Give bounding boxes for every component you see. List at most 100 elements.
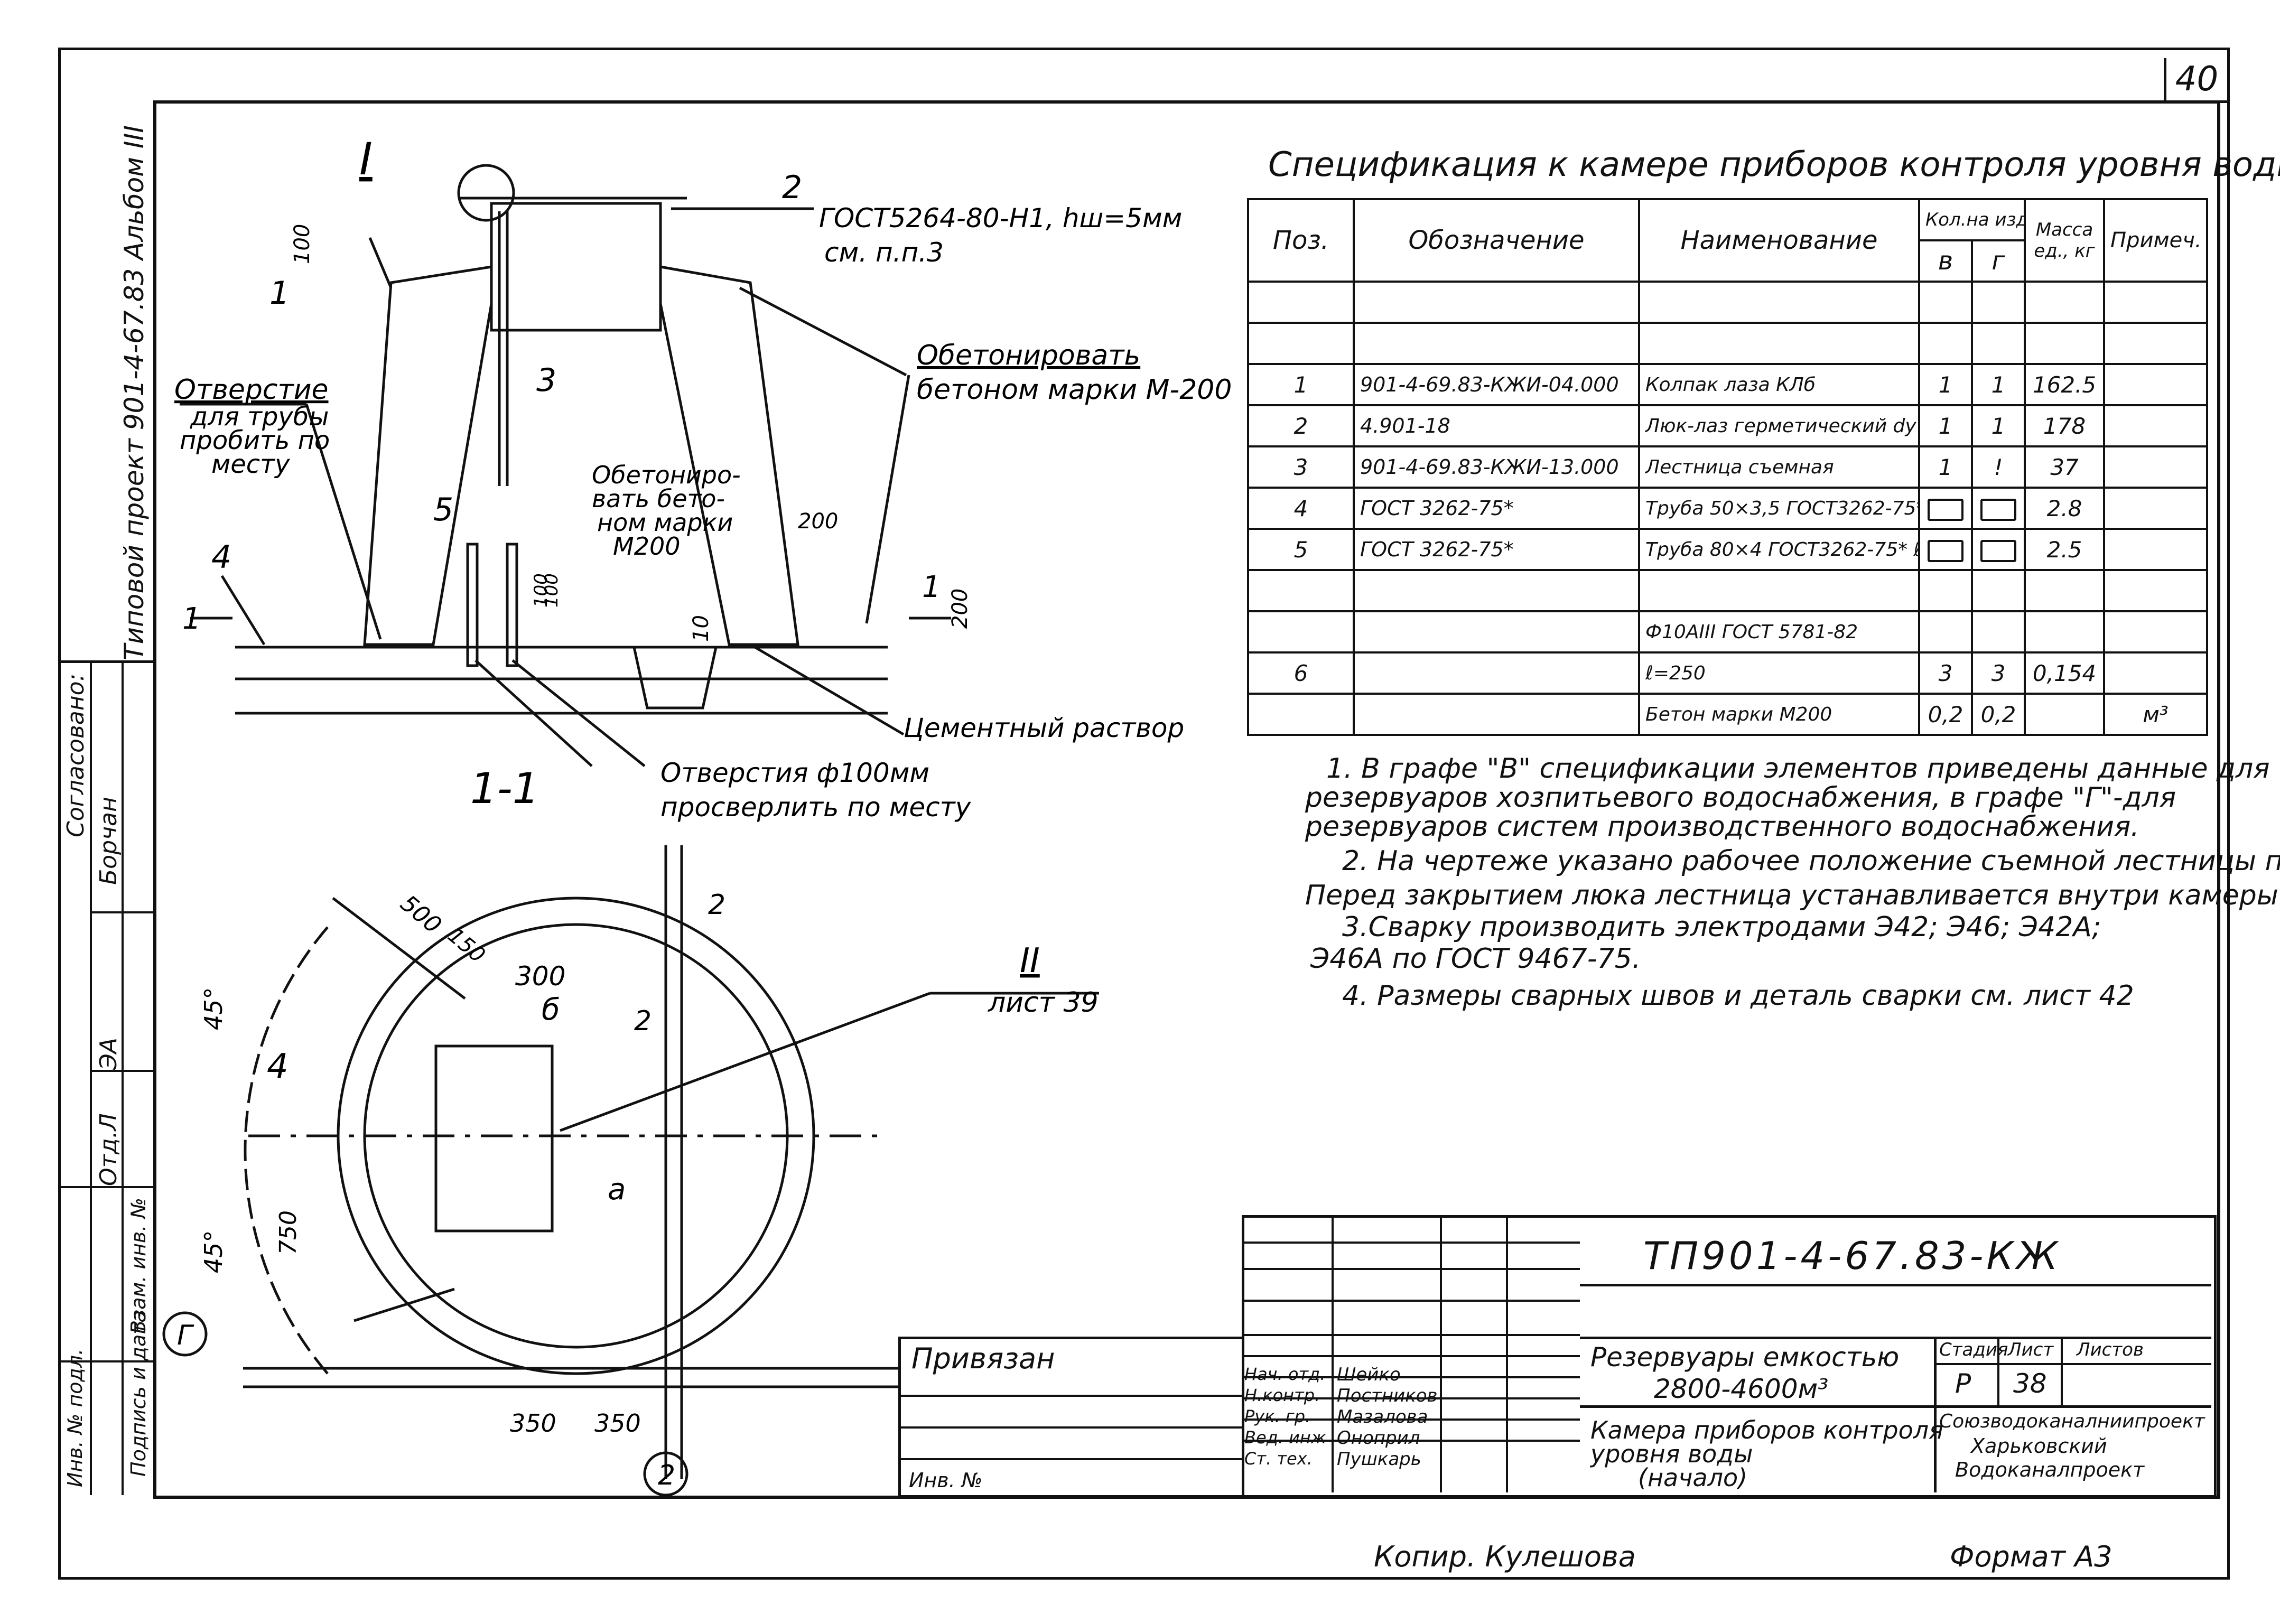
paper-format: Формат А3 <box>1950 1540 2113 1573</box>
cut-mark-left: 1 <box>182 602 201 636</box>
spec-cell-pos: 6 <box>1247 651 1355 695</box>
copied-by: Копир. Кулешова <box>1374 1540 1636 1573</box>
spec-cell-pos <box>1247 610 1355 654</box>
spec-cell-pos: 5 <box>1247 528 1355 571</box>
sheets-header: Листов <box>2077 1339 2144 1360</box>
note-line: резервуаров систем производственного вод… <box>1305 811 2139 843</box>
spec-cell-name: Труба 80×4 ГОСТ3262-75* ℓ=250 <box>1638 528 1920 571</box>
spec-cell-qg: 1 <box>1970 404 2026 447</box>
spec-cell-designation: ГОСТ 3262-75* <box>1353 487 1640 530</box>
spec-empty-row <box>1247 281 2209 324</box>
stage-header: Стадия <box>1939 1339 2008 1360</box>
spec-cell-designation <box>1353 651 1640 695</box>
col-qty-g: г <box>1970 239 2026 283</box>
note-line: резервуаров хозпитьевого водоснабжения, … <box>1305 782 2176 814</box>
spec-cell-qg <box>1970 528 2026 571</box>
spec-cell-mass: 178 <box>2024 404 2106 447</box>
pos-3-label: 3 <box>536 362 556 399</box>
org-1: Союзводоканалниипроект <box>1939 1411 2205 1432</box>
axis-G: Г <box>177 1320 194 1351</box>
org-2: Харьковский <box>1971 1434 2107 1458</box>
spec-cell-name: ℓ=250 <box>1638 651 1920 695</box>
dim-100c: 100 <box>541 573 562 608</box>
spec-cell-pos: 4 <box>1247 487 1355 530</box>
spec-cell-pos: 3 <box>1247 445 1355 489</box>
role-name: Постников <box>1337 1385 1438 1406</box>
spec-cell-name: Бетон марки М200 <box>1638 693 1920 736</box>
spec-cell-qb <box>1918 487 1973 530</box>
attach-block <box>898 1337 1244 1498</box>
concrete-note-1a: Обетонировать <box>917 340 1140 371</box>
spec-cell-name: Люк-лаз герметический dy=600 <box>1638 404 1920 447</box>
spec-cell-pos <box>1247 693 1355 736</box>
sheet-title-2: уровня воды <box>1590 1440 1753 1468</box>
sheet-title-3: (начало) <box>1638 1463 1748 1492</box>
spec-cell-note <box>2103 651 2209 695</box>
spec-cell-name: Труба 50×3,5 ГОСТ3262-75* ℓ=650 <box>1638 487 1920 530</box>
dim-300: 300 <box>515 961 565 992</box>
spec-cell-designation: 901-4-69.83-КЖИ-04.000 <box>1353 363 1640 406</box>
spec-cell-note: м³ <box>2103 693 2209 736</box>
spec-cell-qb <box>1918 610 1973 654</box>
spec-cell-qb <box>1918 528 1973 571</box>
spec-cell-qb: 1 <box>1918 363 1973 406</box>
spec-cell-note <box>2103 569 2209 612</box>
dim-350a: 350 <box>510 1409 556 1438</box>
spec-cell-mass: 37 <box>2024 445 2106 489</box>
dim-350b: 350 <box>594 1409 641 1438</box>
cement-note: Цементный раствор <box>904 713 1184 743</box>
col-name: Наименование <box>1638 198 1920 283</box>
spec-cell-qg: 0,2 <box>1970 693 2026 736</box>
holes-note-a: Отверстия ф100мм <box>660 758 929 788</box>
attached-label: Привязан <box>911 1342 1055 1375</box>
blank-box-icon <box>1980 540 2016 562</box>
blank-box-icon <box>1928 499 1963 521</box>
blank-box-icon <box>1980 499 2016 521</box>
spec-empty-row <box>1247 322 2209 365</box>
role-name: Мазалова <box>1337 1406 1428 1427</box>
object-line-1: Резервуары емкостью <box>1590 1342 1900 1373</box>
spec-cell-note <box>2103 445 2209 489</box>
concrete-note-2d: М200 <box>613 532 681 561</box>
dim-750: 750 <box>275 1210 302 1255</box>
cut-mark-right: 1 <box>922 570 941 604</box>
plan-pos-4: 4 <box>267 1047 289 1086</box>
role-label: Рук. гр. <box>1244 1406 1311 1426</box>
spec-cell-note <box>2103 487 2209 530</box>
doc-code: ТП901-4-67.83-КЖ <box>1643 1234 2061 1278</box>
cut-2-top: 2 <box>708 889 725 921</box>
dim-a: а <box>608 1172 626 1207</box>
col-note: Примеч. <box>2103 198 2209 283</box>
role-label: Н.контр. <box>1244 1385 1320 1405</box>
spec-cell-qg: 3 <box>1970 651 2026 695</box>
spec-row: Ф10АIII ГОСТ 5781-82 <box>1247 610 2209 654</box>
col-pos: Поз. <box>1247 198 1355 283</box>
spec-cell-note <box>2103 404 2209 447</box>
role-name: Пушкарь <box>1337 1449 1421 1470</box>
ref-II-label: II <box>1020 941 1040 981</box>
concrete-note-2b: вать бето- <box>592 484 725 513</box>
role-label: Вед. инж <box>1244 1427 1326 1448</box>
col-mass: Масса ед., кг <box>2024 198 2106 283</box>
section-label: 1-1 <box>470 764 539 813</box>
role-name: Шейко <box>1337 1364 1401 1385</box>
spec-cell-name: Лестница съемная <box>1638 445 1920 489</box>
cut-2-mid: 2 <box>634 1005 652 1037</box>
spec-cell-qg <box>1970 610 2026 654</box>
spec-cell-pos <box>1247 569 1355 612</box>
spec-cell-pos: 2 <box>1247 404 1355 447</box>
spec-cell-name: Колпак лаза КЛб <box>1638 363 1920 406</box>
spec-cell-designation <box>1353 569 1640 612</box>
spec-cell-mass: 2.5 <box>2024 528 2106 571</box>
spec-cell-qg <box>1970 487 2026 530</box>
axis-2: 2 <box>658 1460 675 1491</box>
spec-cell-designation <box>1353 693 1640 736</box>
callout-I-label: I <box>359 133 373 185</box>
dim-100b: 100 <box>531 573 552 608</box>
